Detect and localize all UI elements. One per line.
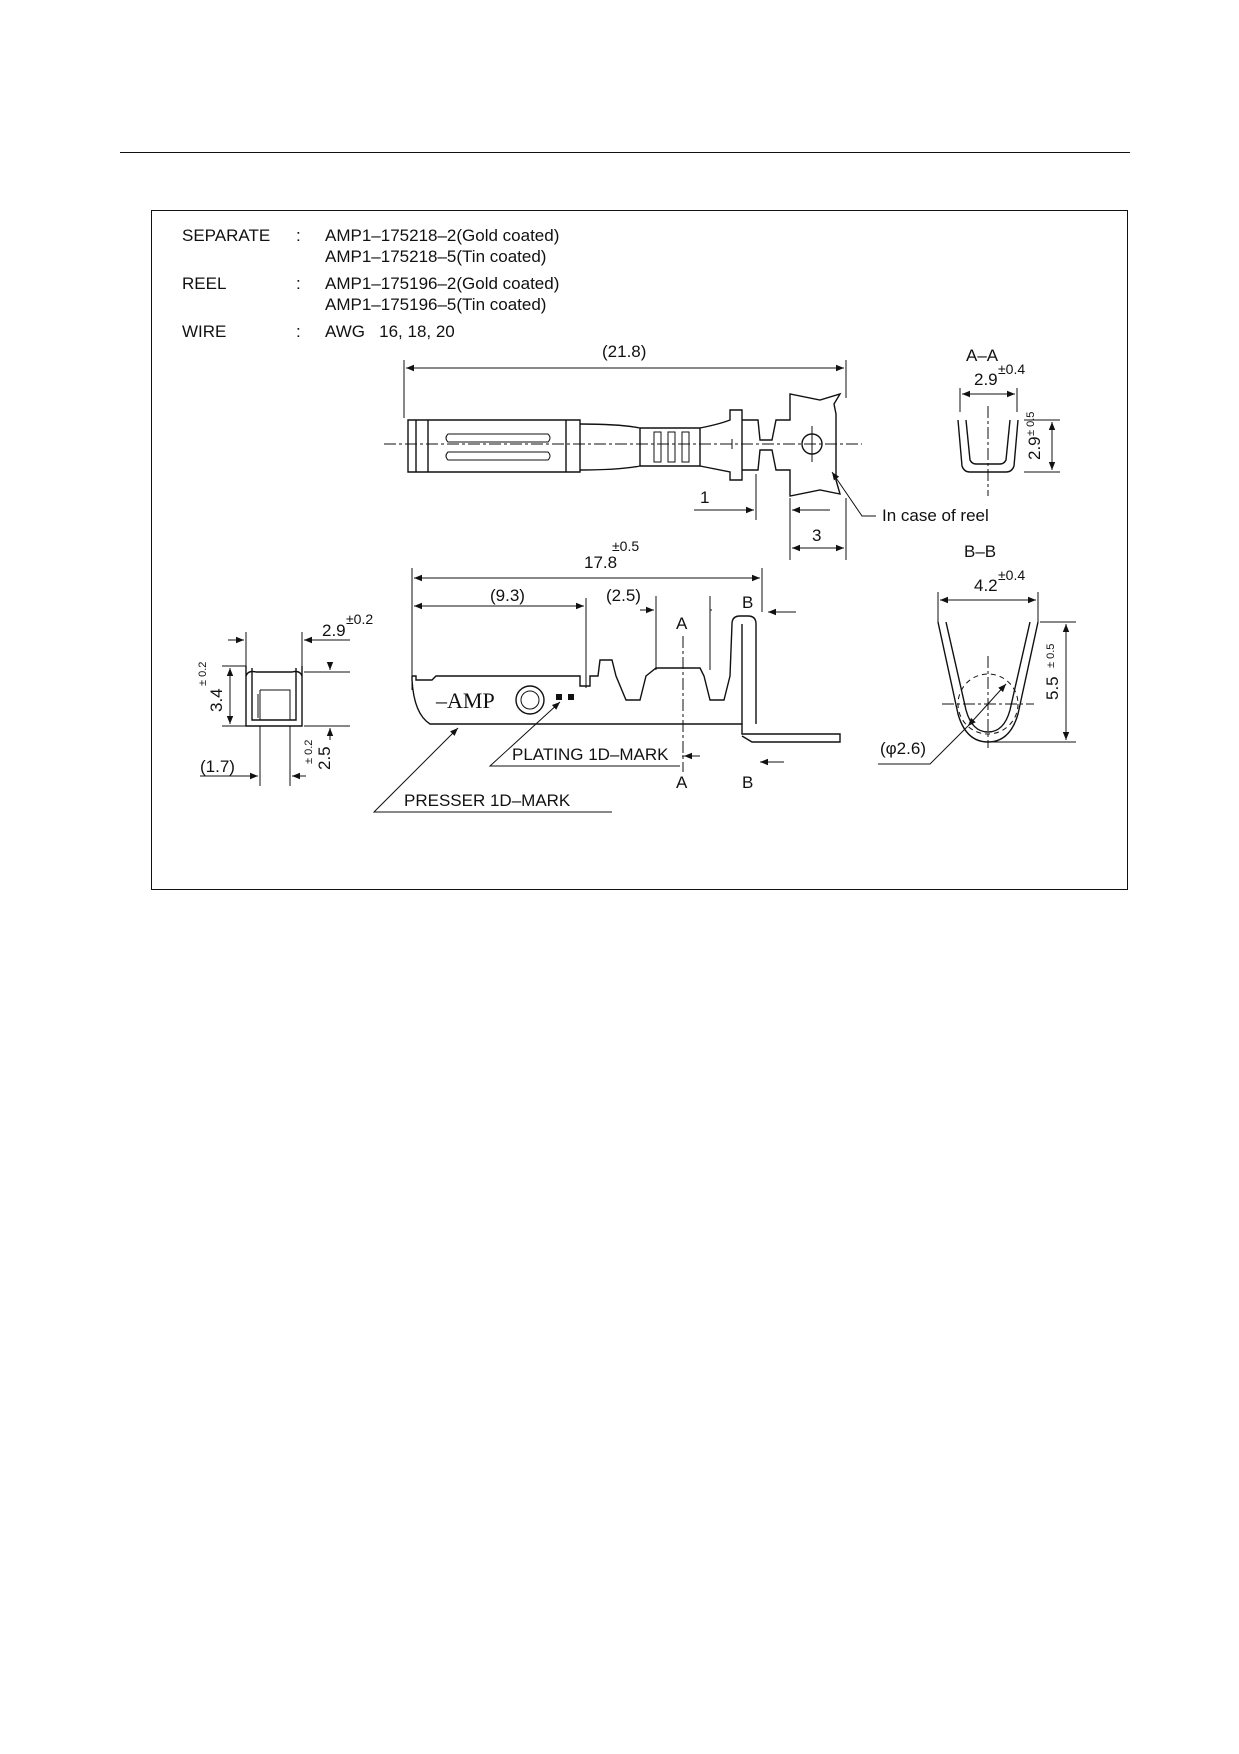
presser-mark-label: PRESSER 1D–MARK <box>404 791 571 810</box>
dim-9-3-label: (9.3) <box>490 586 525 605</box>
section-bb-width-label: 4.2 <box>974 576 998 595</box>
end-inner-height-tol: ± 0.2 <box>303 740 315 764</box>
end-view: 2.9 ±0.2 3.4 ± 0.2 2.5 ± 0.2 (1.7) <box>197 611 373 786</box>
wire-colon: : <box>296 322 301 341</box>
side-length-tol: ±0.5 <box>612 538 639 554</box>
section-aa-height-tol: ± 0.5 <box>1025 412 1037 436</box>
wire-label: WIRE <box>182 322 226 341</box>
reel-part-2: AMP1–175196–5(Tin coated) <box>325 295 546 314</box>
top-view: (21.8) 1 3 In case of reel <box>384 342 989 560</box>
section-bb-width-tol: ±0.4 <box>998 567 1025 583</box>
section-bb-height-label: 5.5 <box>1043 676 1062 700</box>
dim-2-5-label: (2.5) <box>606 586 641 605</box>
marker-a-bottom: A <box>676 773 688 792</box>
marker-b-top: B <box>742 593 753 612</box>
section-bb-height-tol: ± 0.5 <box>1045 644 1057 668</box>
side-length-label: 17.8 <box>584 553 617 572</box>
end-height-label: 3.4 <box>207 688 226 712</box>
section-aa-height-label: 2.9 <box>1025 436 1044 460</box>
dim-1-label: 1 <box>700 488 709 507</box>
top-rule <box>120 152 1130 153</box>
plating-mark-label: PLATING 1D–MARK <box>512 745 669 764</box>
section-aa-width-label: 2.9 <box>974 370 998 389</box>
end-inner-height-label: 2.5 <box>315 746 334 770</box>
separate-part-1: AMP1–175218–2(Gold coated) <box>325 226 559 245</box>
marker-b-bottom: B <box>742 773 753 792</box>
section-bb-title: B–B <box>964 542 996 561</box>
end-height-tol: ± 0.2 <box>197 662 209 686</box>
end-width-tol: ±0.2 <box>346 611 373 627</box>
section-aa: A–A 2.9 ±0.4 2.9 ± 0.5 <box>957 346 1060 496</box>
wire-value: AWG 16, 18, 20 <box>325 322 455 341</box>
section-aa-width-tol: ±0.4 <box>998 361 1025 377</box>
side-view: ±0.5 17.8 (9.3) (2.5) A A B B –AMP <box>372 538 841 813</box>
spec-block: SEPARATE : AMP1–175218–2(Gold coated) AM… <box>182 226 559 341</box>
reel-label: REEL <box>182 274 226 293</box>
section-bb-diameter-label: (φ2.6) <box>880 739 926 758</box>
end-gap-label: (1.7) <box>200 757 235 776</box>
reel-colon: : <box>296 274 301 293</box>
dim-3-label: 3 <box>812 526 821 545</box>
separate-part-2: AMP1–175218–5(Tin coated) <box>325 247 546 266</box>
section-bb: B–B 4.2 ±0.4 (φ2.6) 5.5 ± 0.5 <box>878 542 1076 765</box>
marker-a-top: A <box>676 614 688 633</box>
separate-label: SEPARATE <box>182 226 270 245</box>
amp-mark-label: –AMP <box>435 688 495 713</box>
overall-length-label: (21.8) <box>602 342 646 361</box>
section-aa-title: A–A <box>966 346 999 365</box>
reel-part-1: AMP1–175196–2(Gold coated) <box>325 274 559 293</box>
drawing-frame <box>151 210 1128 890</box>
end-width-label: 2.9 <box>322 621 346 640</box>
reel-note-label: In case of reel <box>882 506 989 525</box>
separate-colon: : <box>296 226 301 245</box>
